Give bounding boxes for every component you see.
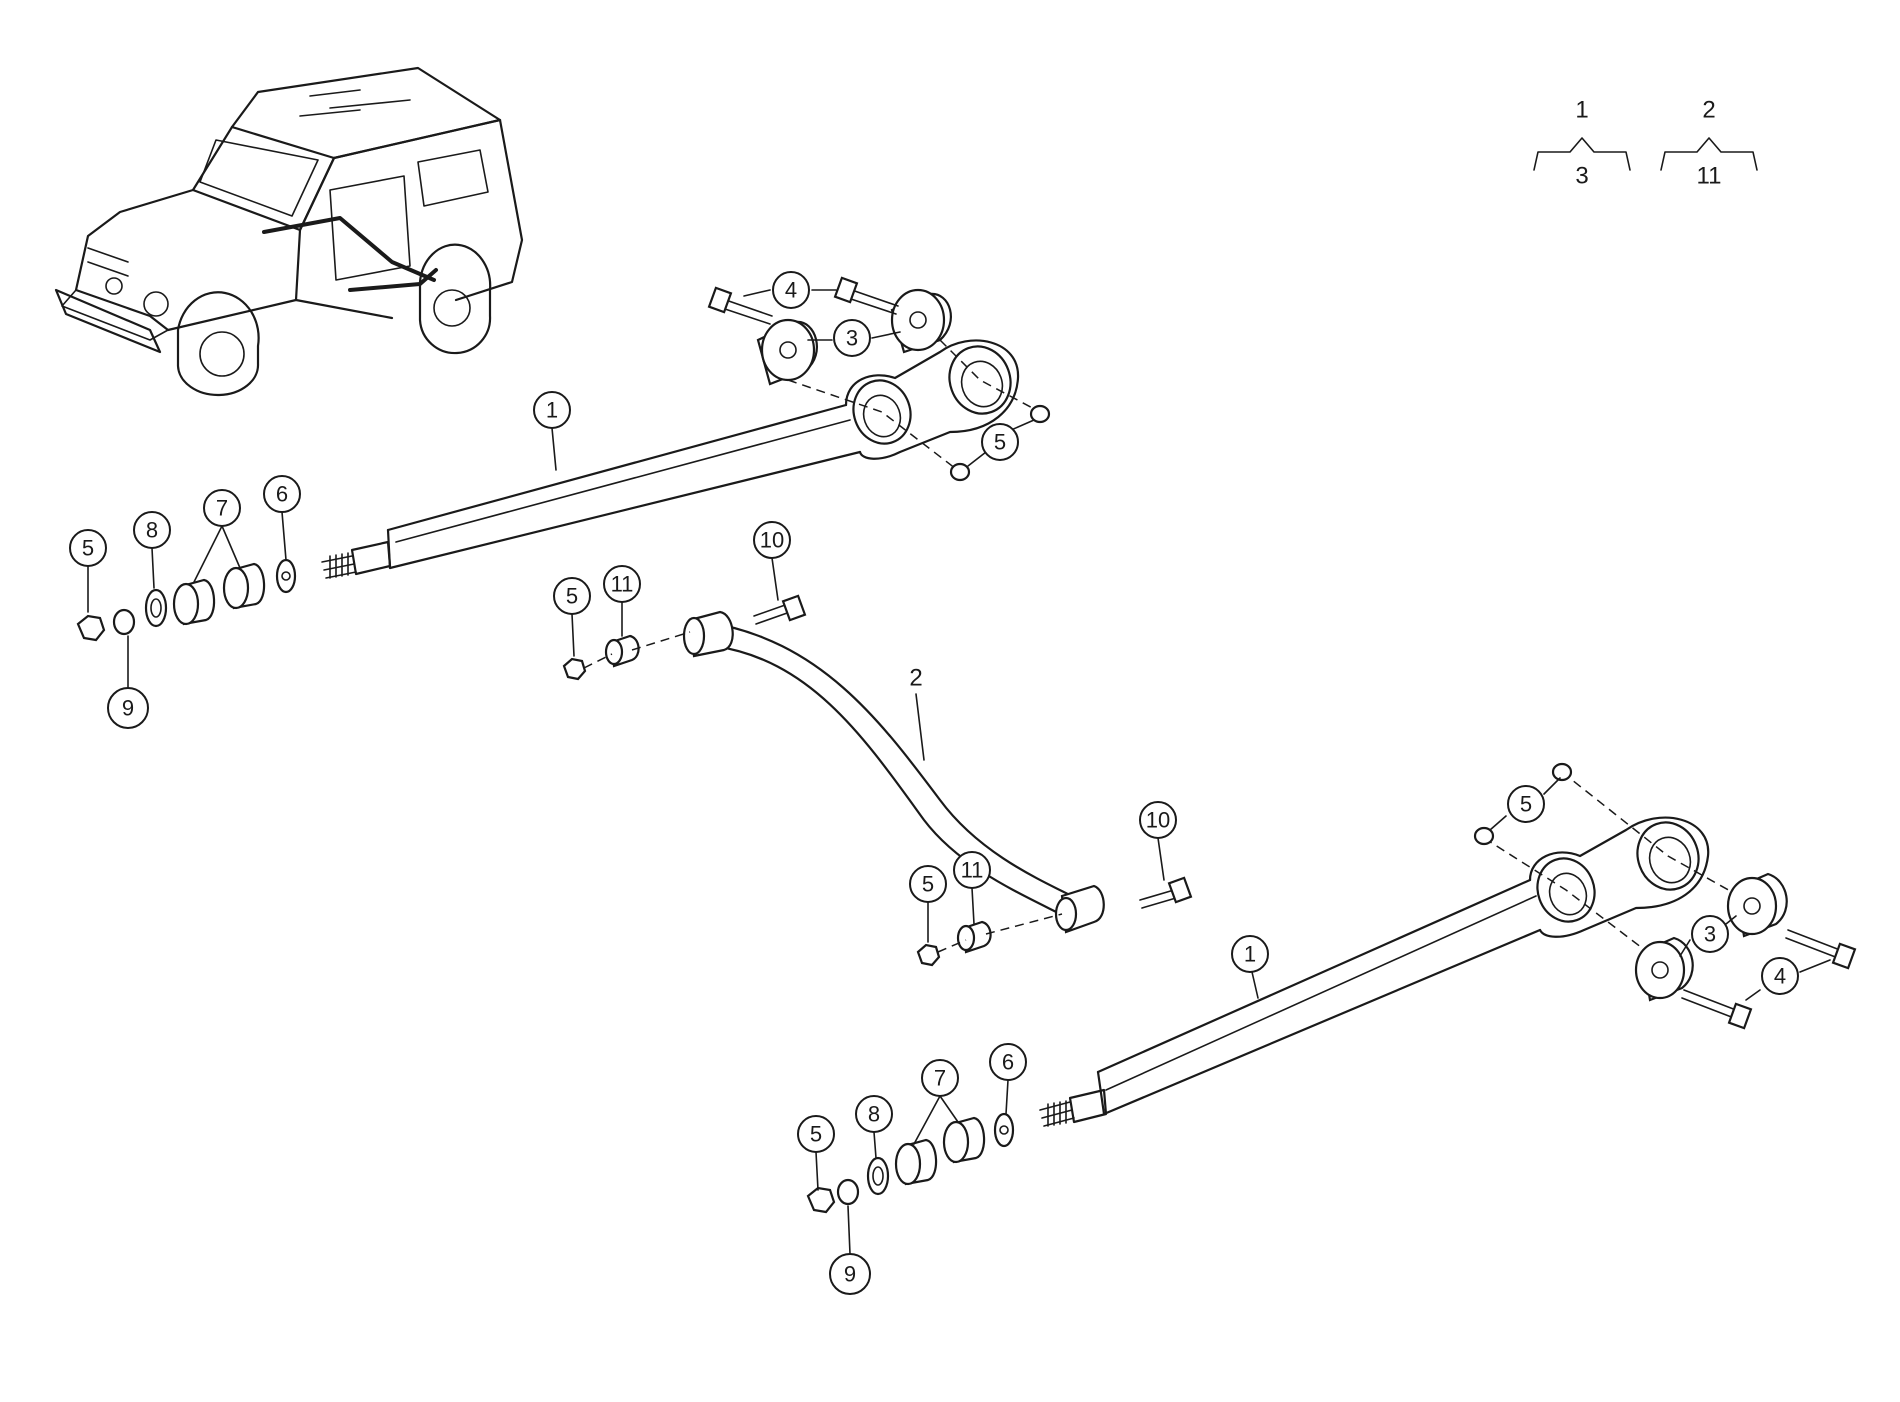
upper-bolt-pair: [707, 276, 899, 325]
callout-rod-sleeve-bottom: 11: [961, 858, 984, 883]
callout-upper-washer9: 9: [122, 696, 134, 721]
callout-rod-bolt-top: 10: [760, 528, 784, 553]
lower-axis-line-1: [1483, 837, 1651, 955]
legend-2-bracket: [1660, 137, 1758, 171]
callout-upper-washer6: 6: [276, 482, 288, 507]
callout-lower-bolt: 4: [1774, 964, 1786, 989]
callout-rod-nut-top: 5: [566, 584, 578, 609]
lower-axis-line-2: [1561, 771, 1733, 893]
callout-upper-rubber: 7: [216, 496, 228, 521]
upper-right-nuts: [949, 404, 1051, 482]
legend-1-bracket: [1533, 137, 1631, 171]
legend-1-child: 3: [1575, 163, 1588, 190]
callout-upper-bushing: 3: [846, 326, 858, 351]
rod-top-hardware: [562, 594, 807, 681]
callout-lower-washer6: 6: [1002, 1050, 1014, 1075]
legend-2-parent: 2: [1702, 97, 1715, 124]
callout-upper-right-nut: 5: [994, 430, 1006, 455]
callout-lower-rubber: 7: [934, 1066, 946, 1091]
upper-trailing-arm: [321, 339, 1020, 579]
upper-end-hardware: [76, 558, 297, 642]
callout-rod-nut-bottom: 5: [922, 872, 934, 897]
callouts: 1 3 4 5 5 8 7 6 9: [69, 271, 1831, 1295]
legend-1-parent: 1: [1575, 97, 1588, 124]
rod-bottom-hardware: [916, 876, 1193, 967]
legend: 1 3 2 11: [1533, 97, 1758, 190]
legend-2-child: 11: [1697, 163, 1722, 190]
callout-upper-left-nut: 5: [82, 536, 94, 561]
lower-bushing-pair: [1634, 872, 1788, 1002]
lower-right-nuts: [1473, 762, 1573, 846]
callout-lower-washer9: 9: [844, 1262, 856, 1287]
track-rod: [682, 610, 1105, 934]
callout-lower-left-nut: 5: [810, 1122, 822, 1147]
callout-rod-bolt-bottom: 10: [1146, 808, 1170, 833]
upper-bushing-pair: [756, 288, 952, 386]
callout-lower-bushing: 3: [1704, 922, 1716, 947]
vehicle-locator-icon: [54, 66, 524, 397]
upper-axis-line-2: [939, 339, 1041, 413]
callout-lower-arm: 1: [1244, 942, 1256, 967]
callout-lower-disc: 8: [868, 1102, 880, 1127]
callout-rod: 2: [909, 665, 922, 692]
callout-lower-right-nut: 5: [1520, 792, 1532, 817]
callout-upper-disc: 8: [146, 518, 158, 543]
lower-trailing-arm: [1039, 816, 1710, 1127]
lower-bolt-pair: [1681, 929, 1857, 1030]
callout-upper-arm: 1: [546, 398, 558, 423]
callout-upper-bolt: 4: [785, 278, 797, 303]
callout-rod-sleeve-top: 11: [611, 572, 634, 597]
lower-end-hardware: [806, 1112, 1015, 1214]
upper-axis-line-1: [787, 379, 961, 473]
